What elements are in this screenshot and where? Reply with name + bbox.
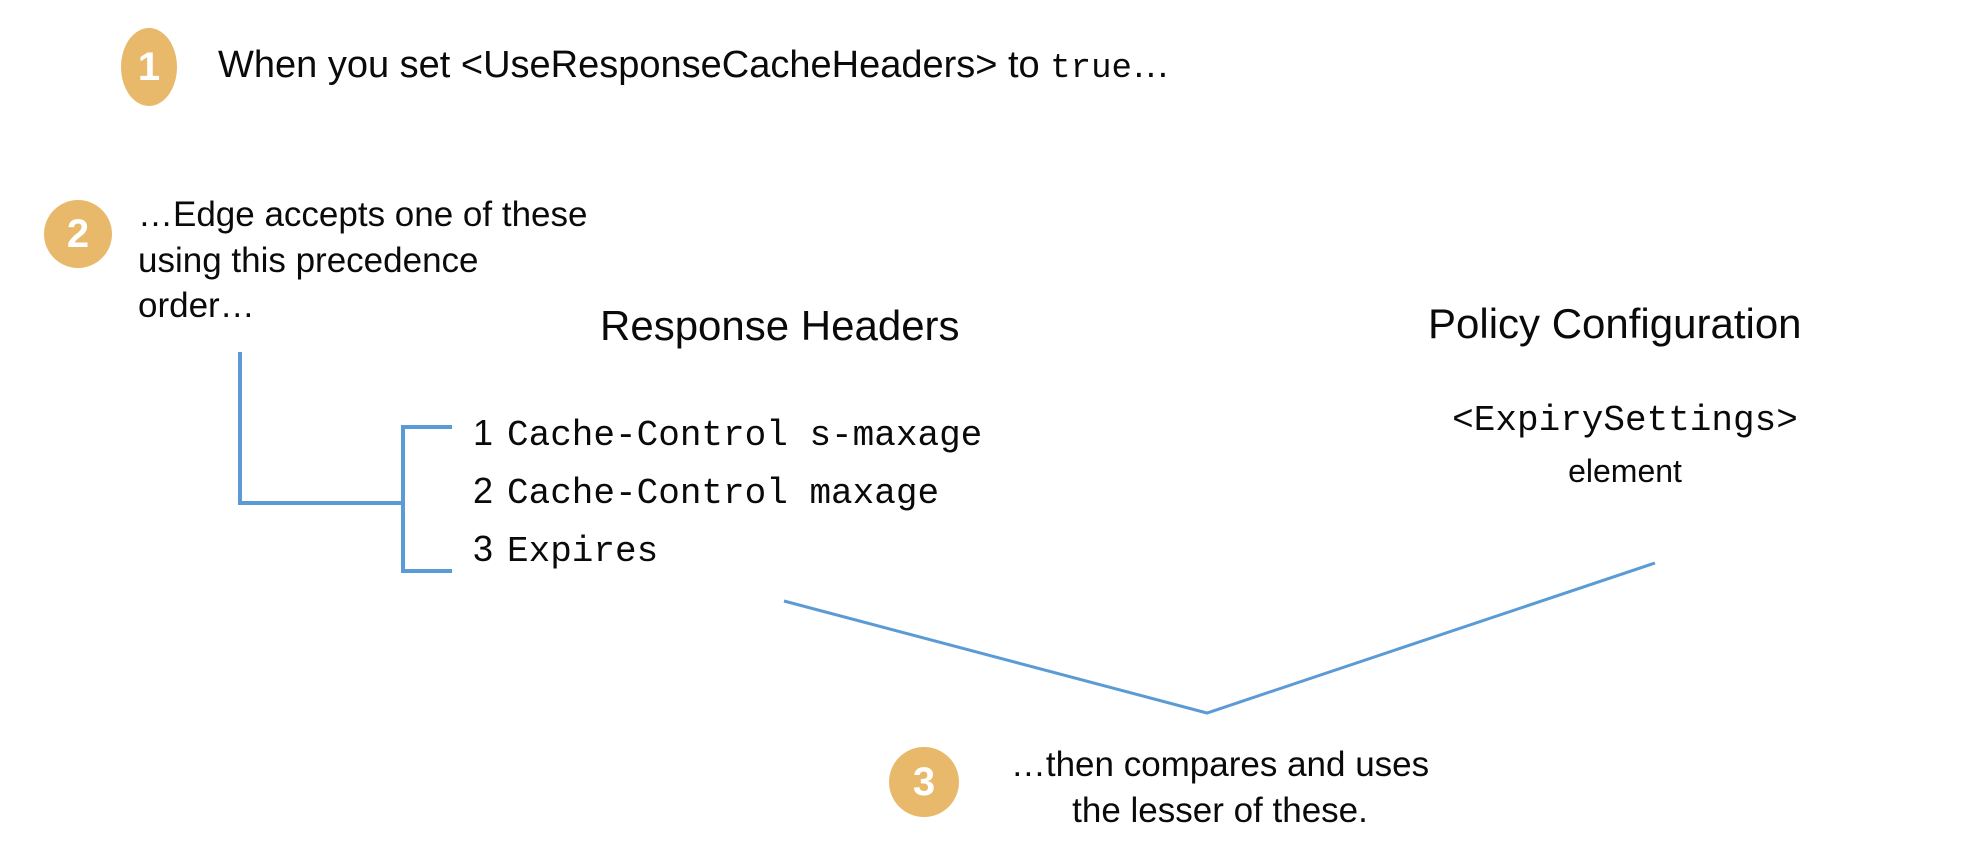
- step-2-text: …Edge accepts one of these using this pr…: [138, 195, 588, 325]
- list-item: 3 Expires: [473, 528, 982, 586]
- precedence-label: Cache-Control s-maxage: [507, 415, 983, 456]
- step-1-text-after: …: [1131, 44, 1170, 86]
- step-1-text: When you set <UseResponseCacheHeaders> t…: [218, 42, 1170, 91]
- precedence-number: 2: [473, 470, 494, 511]
- expiry-settings-element-word: element: [1568, 453, 1682, 489]
- list-item: 1 Cache-Control s-maxage: [473, 412, 982, 470]
- step-badge-2: 2: [44, 200, 112, 268]
- precedence-number: 1: [473, 412, 494, 453]
- policy-configuration-heading: Policy Configuration: [1428, 300, 1802, 347]
- step-badge-3-number: 3: [912, 760, 936, 804]
- policy-configuration-body: <ExpirySettings> element: [1390, 400, 1860, 490]
- step-1-value-true: true: [1050, 50, 1132, 88]
- precedence-bracket: [401, 425, 452, 573]
- precedence-label: Cache-Control maxage: [507, 473, 940, 514]
- step-badge-2-number: 2: [66, 212, 90, 256]
- step-badge-1: 1: [121, 28, 177, 106]
- response-headers-heading: Response Headers: [600, 302, 960, 349]
- expiry-settings-tag: <ExpirySettings>: [1452, 400, 1798, 441]
- step-badge-3: 3: [889, 747, 959, 817]
- list-item: 2 Cache-Control maxage: [473, 470, 982, 528]
- step-3-text: …then compares and uses the lesser of th…: [1010, 745, 1430, 830]
- step-badge-1-number: 1: [137, 45, 161, 89]
- step2-elbow-connector: [238, 352, 403, 505]
- precedence-number: 3: [473, 528, 494, 569]
- precedence-label: Expires: [507, 531, 659, 572]
- precedence-list: 1 Cache-Control s-maxage 2 Cache-Control…: [473, 412, 982, 586]
- step-1-text-before: When you set <UseResponseCacheHeaders> t…: [218, 44, 1051, 86]
